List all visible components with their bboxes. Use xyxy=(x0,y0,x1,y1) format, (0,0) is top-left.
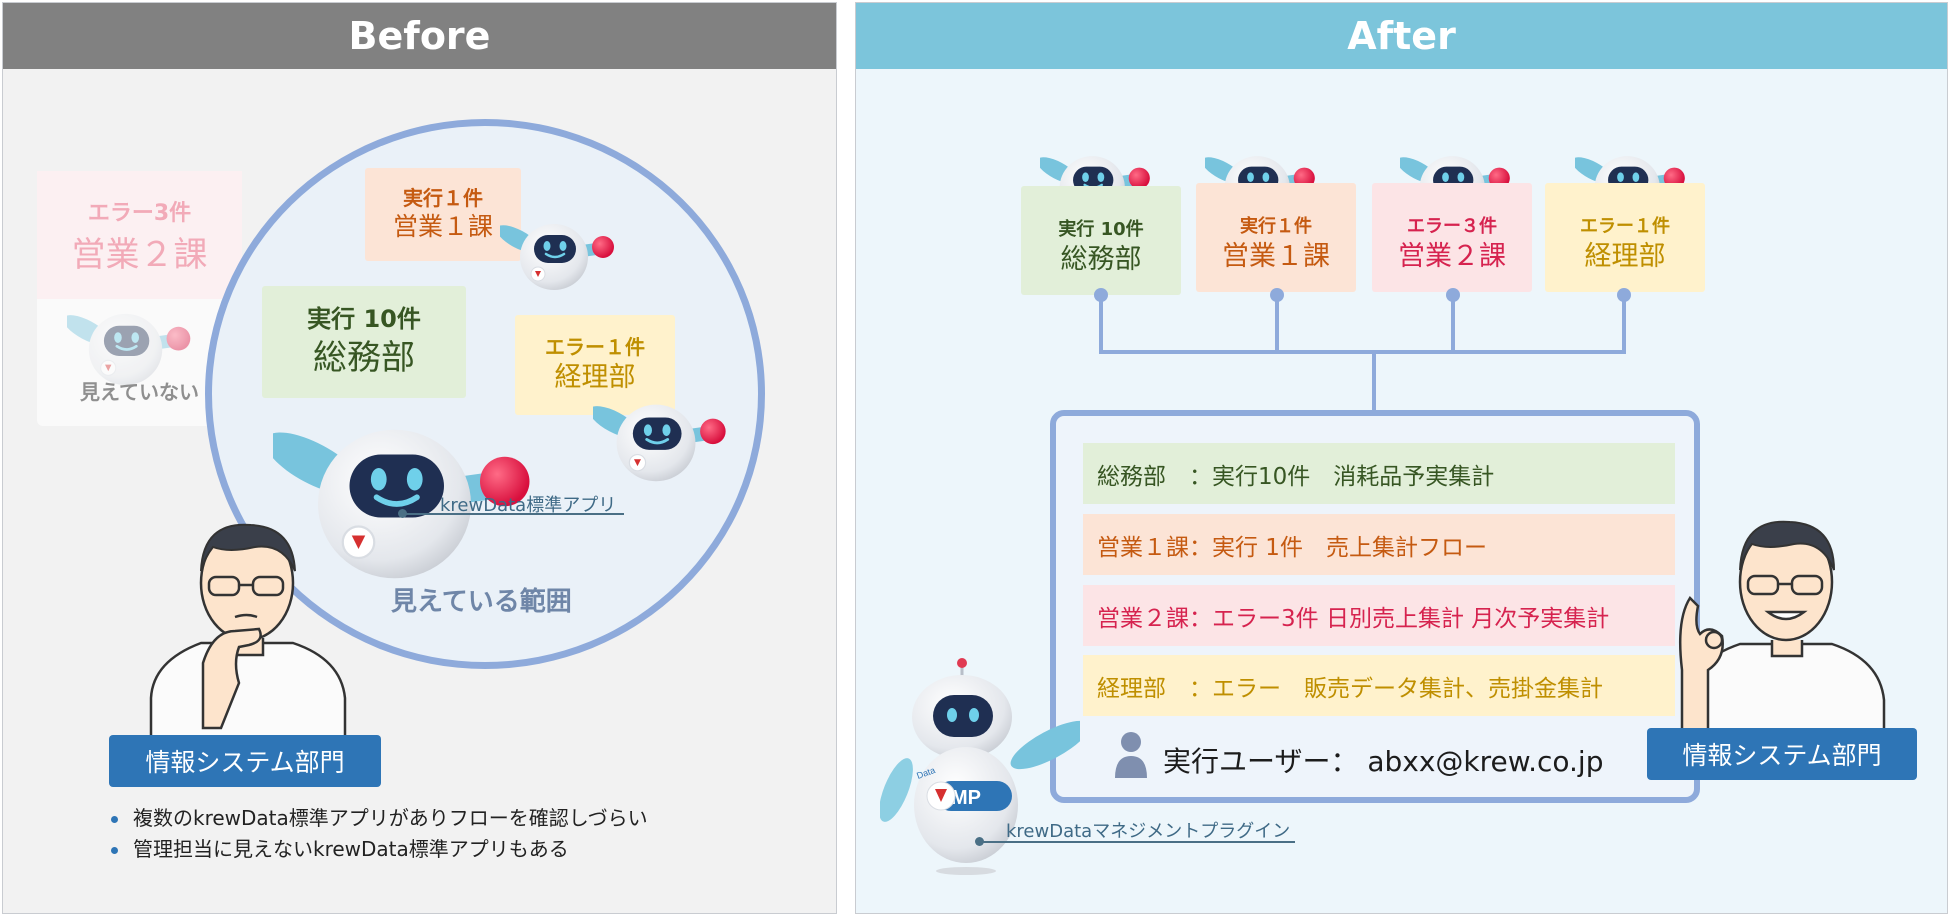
label-dept: 経理部 xyxy=(1584,240,1666,272)
robot-icon xyxy=(500,201,620,301)
label-status: エラー３件 xyxy=(1407,216,1497,238)
label-dept: 営業１課 xyxy=(392,212,493,242)
hidden-card-status: エラー3件 xyxy=(87,200,192,226)
robot-icon xyxy=(593,378,733,494)
hidden-card-dept: 営業２課 xyxy=(71,234,208,275)
label-status: エラー１件 xyxy=(545,335,645,360)
summary-row-accounting: 経理部 ：エラー 販売データ集計、売掛金集計 xyxy=(1083,655,1675,716)
summary-row-sales1: 営業１課：実行 1件 売上集計フロー xyxy=(1083,514,1675,575)
label-status: 実行１件 xyxy=(403,186,483,211)
mp-badge: MP xyxy=(951,787,981,809)
before-label-accounting: エラー１件 経理部 xyxy=(515,315,675,415)
after-label-accounting: エラー１件 経理部 xyxy=(1545,183,1705,292)
label-dept: 総務部 xyxy=(1060,243,1142,275)
before-label-general: 実行 10件 総務部 xyxy=(262,286,466,398)
user-icon xyxy=(1115,732,1147,778)
app-label-line xyxy=(402,513,624,515)
info-systems-tag: 情報システム部門 xyxy=(109,735,381,787)
summary-row-general: 総務部 ：実行10件 消耗品予実集計 xyxy=(1083,443,1675,504)
label-status: エラー１件 xyxy=(1580,216,1670,238)
before-title: Before xyxy=(3,3,836,69)
ok-person-icon xyxy=(1678,520,1886,745)
after-label-sales1: 実行１件 営業１課 xyxy=(1196,183,1356,292)
label-dept: 営業２課 xyxy=(1398,240,1506,272)
label-status: 実行 10件 xyxy=(307,305,421,334)
before-panel: Before エラー3件 営業２課 見えていない 実行１件 営業１課 実行 10… xyxy=(2,2,837,914)
info-systems-tag: 情報システム部門 xyxy=(1647,728,1917,780)
label-dept: 営業１課 xyxy=(1222,240,1330,272)
hidden-card-label: エラー3件 営業２課 xyxy=(37,171,242,299)
mp-robot-icon: MP Data xyxy=(880,658,1080,875)
label-dept: 総務部 xyxy=(313,337,415,378)
connector-tree xyxy=(1094,288,1631,410)
app-label-dot xyxy=(398,509,407,518)
summary-row-sales2: 営業２課：エラー3件 日別売上集計 月次予実集計 xyxy=(1083,585,1675,646)
plugin-label-line xyxy=(979,841,1295,843)
plugin-label: krewDataマネジメントプラグイン xyxy=(1006,821,1291,842)
visible-range-label: 見えている範囲 xyxy=(391,587,572,617)
label-status: 実行 10件 xyxy=(1058,219,1144,241)
label-dept: 経理部 xyxy=(554,362,636,394)
app-label: krewData標準アプリ xyxy=(440,495,617,516)
after-label-sales2: エラー３件 営業２課 xyxy=(1372,183,1532,292)
issue-item: 複数のkrewData標準アプリがありフローを確認しづらい xyxy=(111,803,648,834)
hidden-card: エラー3件 営業２課 見えていない xyxy=(37,171,242,426)
issue-item: 管理担当に見えないkrewData標準アプリもある xyxy=(111,834,648,865)
after-title: After xyxy=(856,3,1947,69)
after-label-general: 実行 10件 総務部 xyxy=(1021,186,1181,295)
execution-user: 実行ユーザー： abxx@krew.co.jp xyxy=(1163,745,1604,778)
thinking-person-icon xyxy=(149,523,347,743)
issue-list: 複数のkrewData標準アプリがありフローを確認しづらい 管理担当に見えないk… xyxy=(111,803,648,865)
before-label-sales1: 実行１件 営業１課 xyxy=(365,168,521,261)
label-status: 実行１件 xyxy=(1240,216,1312,238)
hidden-caption: 見えていない xyxy=(80,380,199,404)
